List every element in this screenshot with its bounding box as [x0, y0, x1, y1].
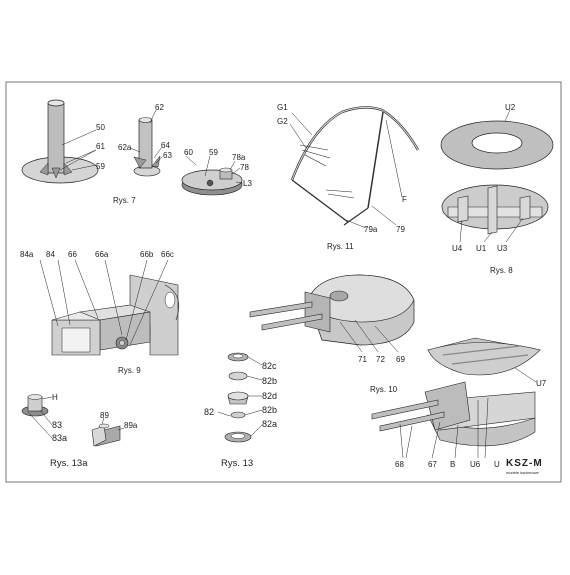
tube-shape	[47, 102, 65, 174]
figure-rys7: 50 61 59 62 62a 64 63 60 59 78a 78 L3 Ry…	[21, 99, 252, 205]
fin-shape	[63, 162, 73, 176]
label-G2: G2	[277, 117, 288, 126]
fin-shape	[39, 162, 49, 176]
label-63: 63	[163, 151, 172, 160]
label-82a: 82a	[262, 419, 277, 429]
caption-rys8: Rys. 8	[490, 266, 513, 275]
label-66b: 66b	[140, 250, 154, 259]
label-79a: 79a	[364, 225, 378, 234]
label-U4: U4	[452, 244, 463, 253]
fin-shape	[51, 167, 61, 179]
label-F: F	[402, 195, 407, 204]
label-82b-upper: 82b	[262, 376, 277, 386]
figure-rys9: 84a 84 66 66a 66b 66c Rys. 9	[20, 250, 179, 375]
figure-rys13a: H 83 83a 89 89a Rys. 13a	[21, 393, 138, 469]
label-U2: U2	[505, 103, 516, 112]
figure-rys11: G1 G2 F 79a 79 Rys. 11	[277, 103, 420, 251]
label-62: 62	[155, 103, 164, 112]
label-78a: 78a	[232, 153, 246, 162]
barrel-shape	[379, 411, 445, 432]
caption-rys13: Rys. 13	[221, 458, 253, 469]
caption-rys7: Rys. 7	[113, 196, 136, 205]
label-89a: 89a	[124, 421, 138, 430]
label-50: 50	[96, 123, 105, 132]
label-68: 68	[395, 460, 404, 469]
label-H: H	[52, 393, 58, 402]
label-U: U	[494, 460, 500, 469]
label-82d: 82d	[262, 391, 277, 401]
label-U1: U1	[476, 244, 487, 253]
caption-rys11: Rys. 11	[327, 242, 354, 251]
washer-shape	[228, 371, 248, 381]
label-66a: 66a	[95, 250, 109, 259]
label-66c: 66c	[161, 250, 174, 259]
label-67: 67	[428, 460, 437, 469]
label-89: 89	[100, 411, 109, 420]
label-62a: 62a	[118, 143, 132, 152]
caption-rys9: Rys. 9	[118, 366, 141, 375]
label-69: 69	[396, 355, 405, 364]
caption-rys10: Rys. 10	[370, 385, 398, 394]
barrel-shape	[371, 399, 439, 420]
barrel-shape	[261, 313, 323, 331]
caption-rys13a: Rys. 13a	[50, 458, 88, 469]
figure-rys10: 71 72 69 U7 68 67 B U6 U Rys. 10	[249, 274, 547, 469]
label-84a: 84a	[20, 250, 34, 259]
label-82: 82	[204, 407, 214, 417]
label-82b-lower: 82b	[262, 405, 277, 415]
label-U3: U3	[497, 244, 508, 253]
logo-subtitle: modele kartonowe	[506, 470, 539, 475]
label-U6: U6	[470, 460, 481, 469]
label-71: 71	[358, 355, 367, 364]
label-83: 83	[52, 420, 62, 430]
label-U7: U7	[536, 379, 547, 388]
label-79: 79	[396, 225, 405, 234]
label-64: 64	[161, 141, 170, 150]
figure-rys8: U2 U4 U1 U3 Rys. 8	[440, 103, 554, 275]
label-72: 72	[376, 355, 385, 364]
label-78: 78	[240, 163, 249, 172]
figure-rys13: 82c 82b 82d 82b 82a 82 Rys. 13	[204, 352, 277, 469]
label-60: 60	[184, 148, 193, 157]
label-59b: 59	[209, 148, 218, 157]
label-83a: 83a	[52, 433, 67, 443]
logo-brand: KSZ-M	[506, 458, 543, 469]
label-61: 61	[96, 142, 105, 151]
label-82c: 82c	[262, 361, 277, 371]
label-L3: L3	[243, 179, 252, 188]
label-59: 59	[96, 162, 105, 171]
sheet-frame	[5, 81, 562, 483]
tube-top-shape	[47, 99, 65, 107]
label-66: 66	[68, 250, 77, 259]
label-G1: G1	[277, 103, 288, 112]
label-B: B	[450, 460, 455, 469]
label-84: 84	[46, 250, 55, 259]
logo-ksz-m: KSZ-M modele kartonowe	[506, 458, 543, 475]
barrel-shape	[249, 301, 313, 318]
